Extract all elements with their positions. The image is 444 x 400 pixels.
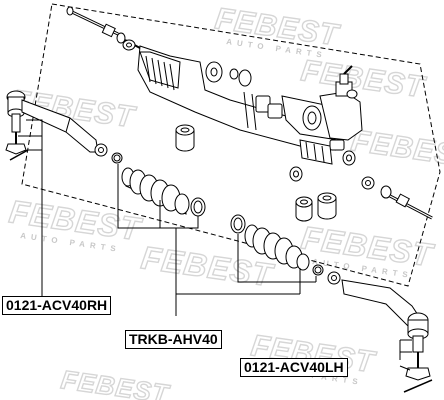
part-label-rh: 0121-ACV40RH [2,296,112,315]
castle-nut-lh [405,367,431,381]
watermark-brand-6: FEBEST [349,124,444,174]
cotter-pin-rh [9,149,29,161]
leader-lines [18,119,412,371]
pinion-valve-housing [289,65,363,182]
inner-tie-rod-left [66,6,141,51]
part-label-boot: TRKB-AHV40 [125,330,222,349]
rack-boot-left [121,167,206,217]
tie-rod-end-rh [5,90,123,164]
rack-bushing-right [295,192,337,222]
watermarks: FEBEST AUTO PARTS FEBEST FEBEST FEBEST A… [6,2,444,400]
inner-tie-rod-right [361,176,433,220]
watermark-brand-9: FEBEST [59,364,172,400]
cotter-pin-lh [403,379,433,393]
steering-rack [66,6,433,222]
rack-boot-right [230,214,341,285]
rack-bushing-left [175,124,195,152]
tie-rod-end-lh [341,279,433,393]
castle-nut-rh [5,143,27,155]
part-label-lh: 0121-ACV40LH [240,358,348,377]
